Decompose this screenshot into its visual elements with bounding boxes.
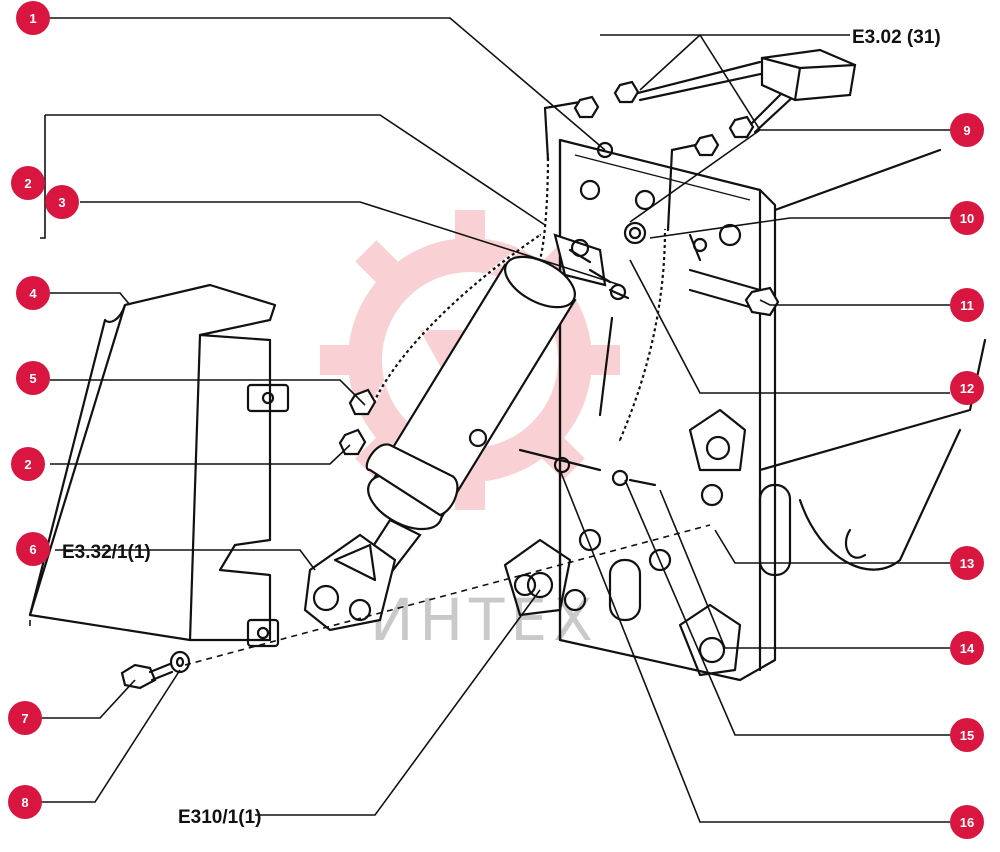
callout-16: 16 xyxy=(950,805,984,839)
callout-number: 12 xyxy=(960,381,974,396)
callout-number: 3 xyxy=(58,195,65,210)
callout-number: 2 xyxy=(24,176,31,191)
callout-7: 7 xyxy=(8,701,42,735)
callout-9: 9 xyxy=(950,113,984,147)
guard-cover xyxy=(28,283,290,648)
callout-13: 13 xyxy=(950,546,984,580)
callout-4: 4 xyxy=(16,276,50,310)
reference-label-bottom: E310/1(1) xyxy=(178,807,261,828)
leader-lines xyxy=(29,17,950,823)
callout-number: 6 xyxy=(29,542,36,557)
callout-number: 10 xyxy=(960,211,974,226)
callout-number: 11 xyxy=(960,298,974,313)
hydraulic-cylinder xyxy=(303,255,577,632)
callout-11: 11 xyxy=(950,288,984,322)
callout-number: 1 xyxy=(29,11,36,26)
hydraulic-hoses xyxy=(373,100,707,442)
callout-5: 5 xyxy=(16,361,50,395)
callout-2-upper: 2 xyxy=(11,166,45,200)
callout-number: 15 xyxy=(960,728,974,743)
callout-number: 2 xyxy=(24,457,31,472)
callout-15: 15 xyxy=(950,718,984,752)
reference-label-top-right: E3.02 (31) xyxy=(852,27,941,48)
callout-number: 9 xyxy=(963,123,970,138)
callout-number: 5 xyxy=(29,371,36,386)
callout-3: 3 xyxy=(45,185,79,219)
callout-6: 6 xyxy=(16,532,50,566)
mounting-plate xyxy=(558,138,987,682)
reference-label-left: E3.32/1(1) xyxy=(62,542,151,563)
bolt-and-washer xyxy=(120,650,191,690)
callout-number: 4 xyxy=(29,286,37,301)
callout-number: 14 xyxy=(960,641,975,656)
callout-12: 12 xyxy=(950,371,984,405)
callout-1: 1 xyxy=(16,1,50,35)
callout-10: 10 xyxy=(950,201,984,235)
callout-number: 13 xyxy=(960,556,974,571)
valve-block xyxy=(573,48,857,157)
callout-number: 8 xyxy=(21,795,28,810)
callout-2-lower: 2 xyxy=(11,447,45,481)
watermark-text: ИНТЕХ xyxy=(370,586,599,654)
callout-8: 8 xyxy=(8,785,42,819)
callout-14: 14 xyxy=(950,631,984,665)
callout-number: 7 xyxy=(21,711,28,726)
callout-number: 16 xyxy=(960,815,974,830)
